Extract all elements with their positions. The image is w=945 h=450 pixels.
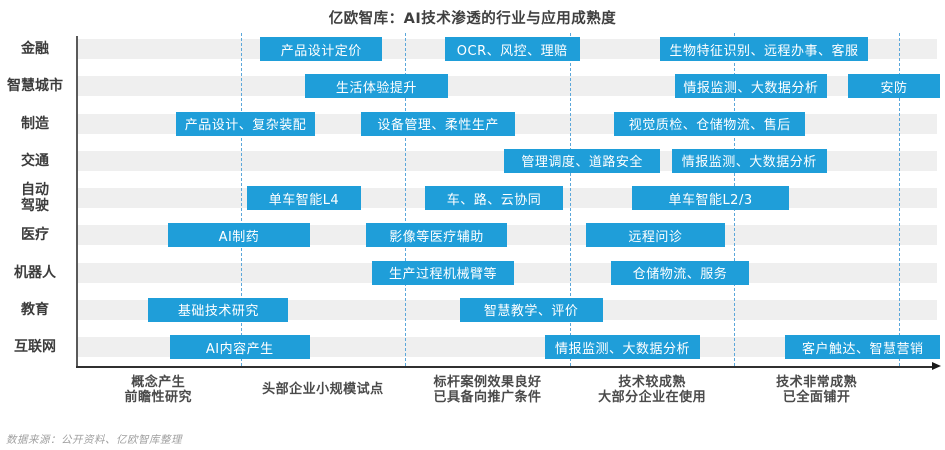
row-label: 互联网 <box>14 339 56 355</box>
x-axis-arrow-icon <box>932 362 942 371</box>
row-label: 医疗 <box>21 227 49 244</box>
y-axis-line <box>76 36 78 367</box>
stage-gridline-dashed <box>569 33 571 366</box>
chart-bar: 远程问诊 <box>586 223 725 248</box>
source-note: 数据来源：公开资料、亿欧智库整理 <box>6 434 182 446</box>
chart-title: 亿欧智库：AI技术渗透的行业与应用成熟度 <box>328 11 617 27</box>
chart-bar: 仓储物流、服务 <box>610 260 750 285</box>
stage-label: 概念产生 前瞻性研究 <box>124 374 193 406</box>
chart-bar: 安防 <box>847 74 941 99</box>
chart-bar: 产品设计、复杂装配 <box>176 111 315 136</box>
stage-label: 头部企业小规模试点 <box>262 382 384 398</box>
row-label: 教育 <box>21 301 49 318</box>
stage-gridline-dashed <box>899 33 900 366</box>
stage-label: 标杆案例效果良好 已具备向推广条件 <box>433 374 542 406</box>
chart-bar: 客户触达、智慧营销 <box>785 335 941 359</box>
chart-bar: AI制药 <box>168 223 310 248</box>
chart-bar: 情报监测、大数据分析 <box>545 335 700 359</box>
chart-bar: 影像等医疗辅助 <box>365 223 508 248</box>
chart-bar: 单车智能L4 <box>247 186 361 210</box>
row-label: 智慧城市 <box>7 78 63 95</box>
row-label: 机器人 <box>14 264 56 281</box>
chart-bar: 单车智能L2/3 <box>632 186 789 210</box>
chart-bar: 情报监测、大数据分析 <box>675 74 827 99</box>
chart-bar: 智慧教学、评价 <box>459 297 603 322</box>
stage-label: 技术非常成熟 已全面铺开 <box>776 374 858 406</box>
chart-bar: OCR、风控、理赔 <box>444 37 580 61</box>
chart-bar: 生活体验提升 <box>304 74 448 99</box>
x-axis-line <box>76 366 934 368</box>
stage-gridline-dashed <box>240 33 242 366</box>
chart-bar: 产品设计定价 <box>260 37 383 61</box>
row-label: 制造 <box>21 115 49 132</box>
row-label: 自动 驾驶 <box>21 182 49 214</box>
chart-bar: 视觉质检、仓储物流、售后 <box>614 111 806 136</box>
chart-bar: 生物特征识别、远程办事、客服 <box>660 37 868 61</box>
chart-bar: 设备管理、柔性生产 <box>360 111 516 136</box>
chart-bar: 基础技术研究 <box>148 297 289 322</box>
stage-label: 技术较成熟 大部分企业在使用 <box>598 374 707 406</box>
chart-bar: 车、路、云协同 <box>424 186 564 210</box>
chart-bar: 生产过程机械臂等 <box>372 260 514 285</box>
stage-gridline-dashed <box>405 33 407 366</box>
chart-bar: 管理调度、道路安全 <box>503 148 661 173</box>
row-label: 金融 <box>21 41 49 57</box>
chart-bar: AI内容产生 <box>169 335 310 359</box>
row-label: 交通 <box>21 152 49 169</box>
chart-bar: 情报监测、大数据分析 <box>671 148 827 173</box>
